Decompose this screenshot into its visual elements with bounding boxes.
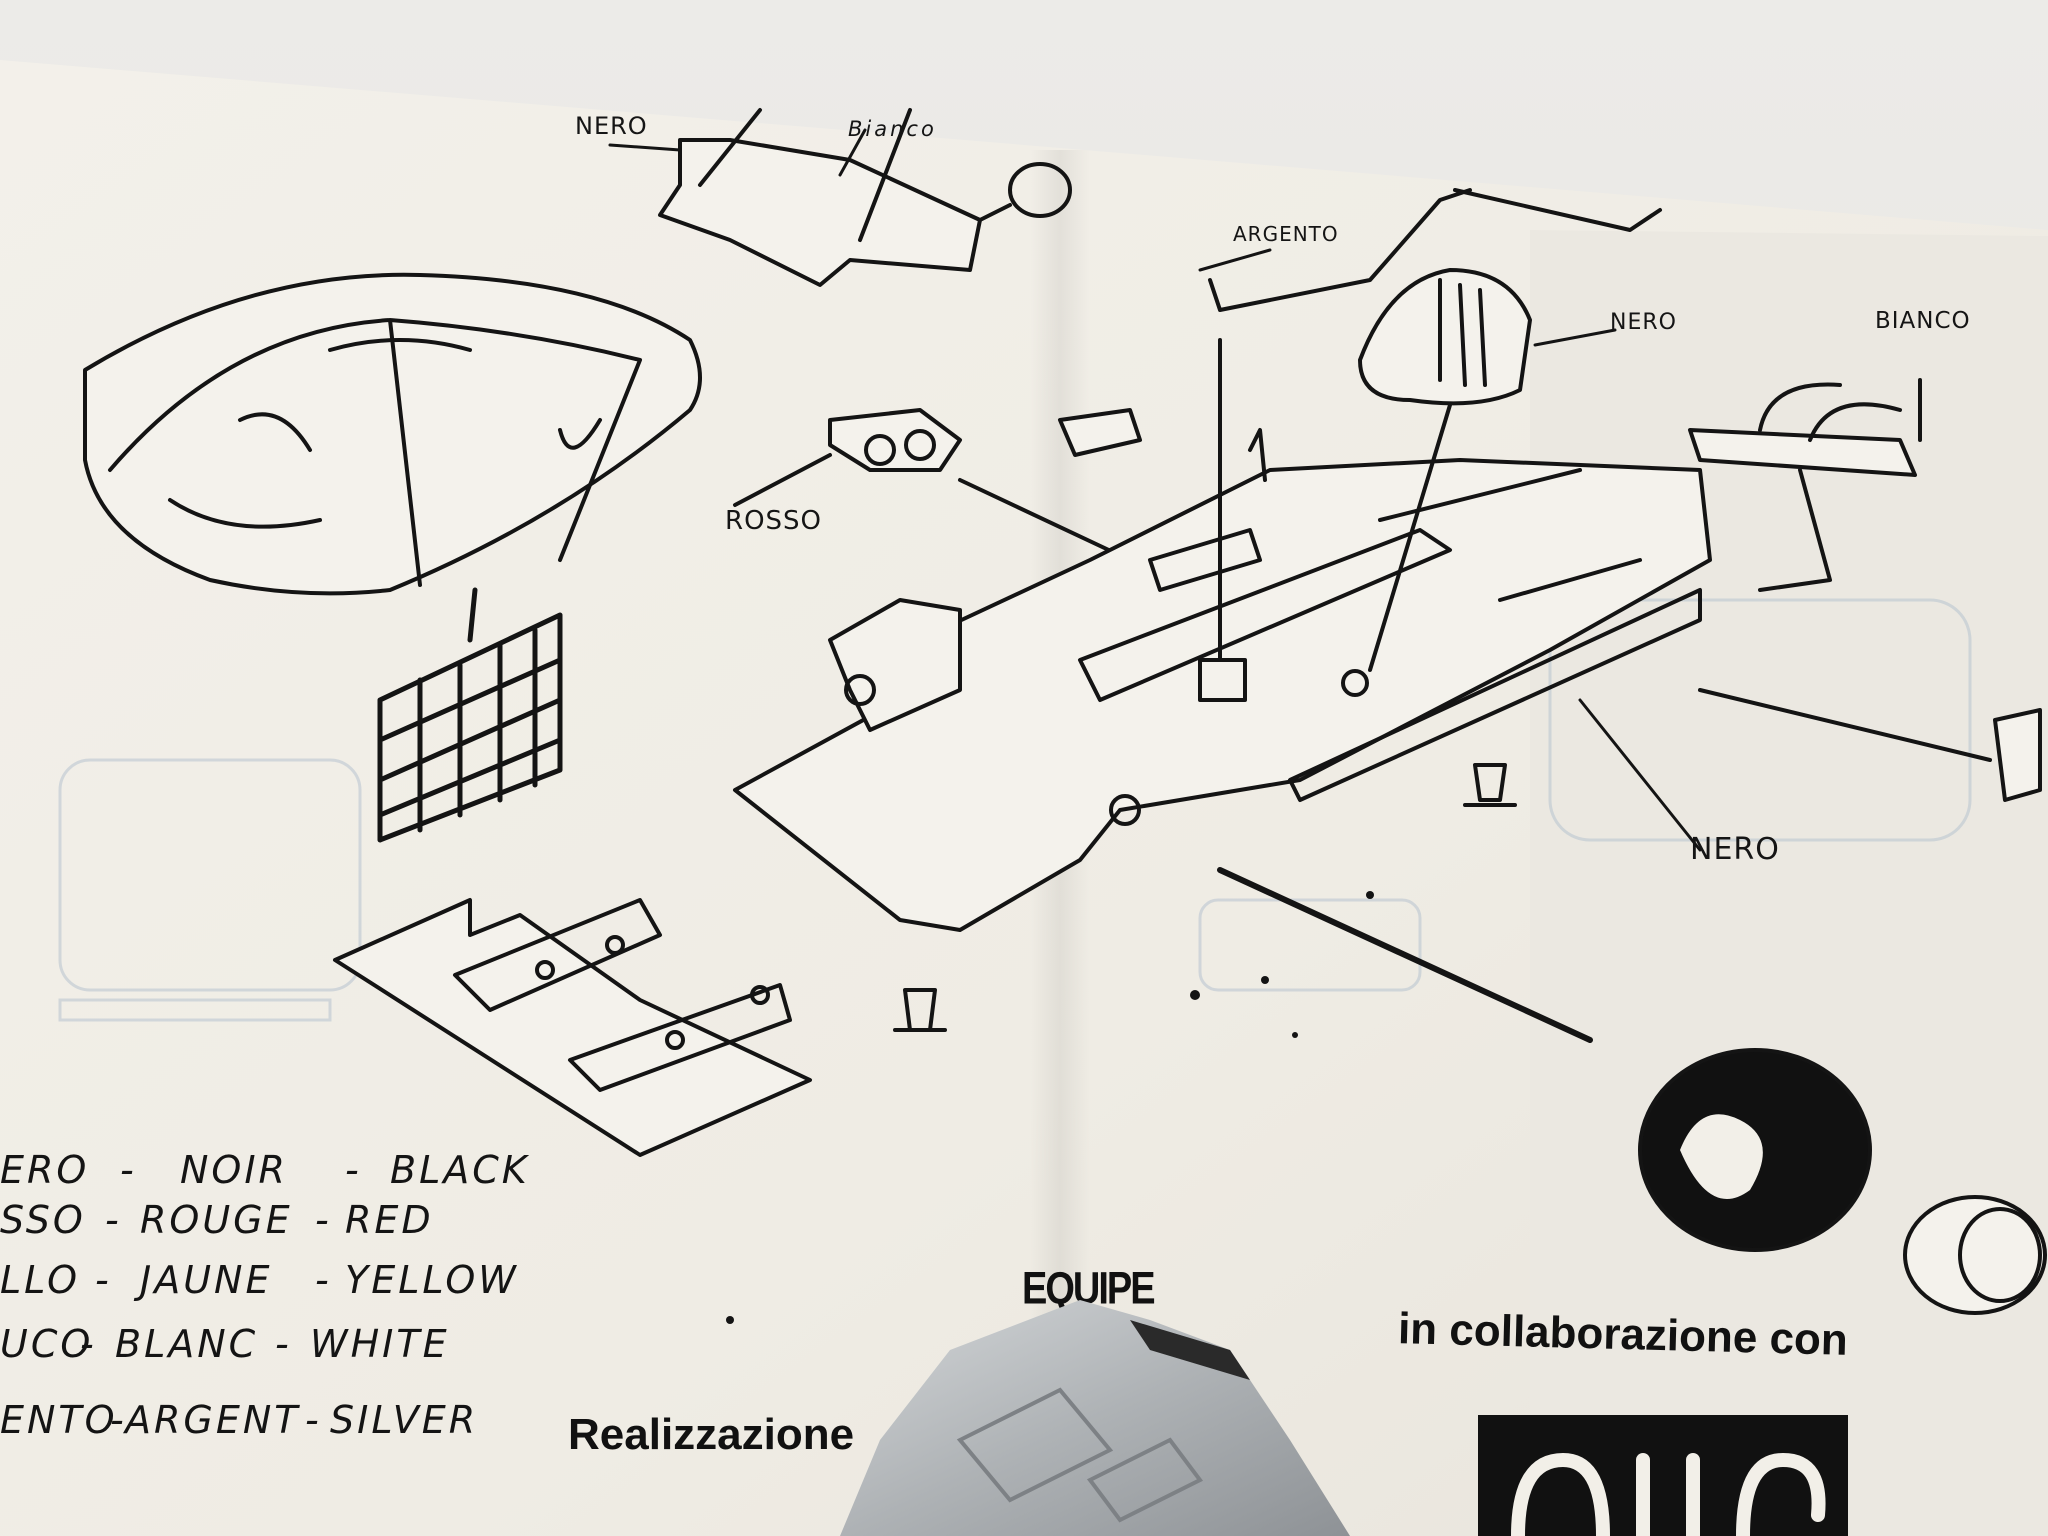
rod-part [1217,867,1593,1043]
legend-italian: ENTO [0,1398,118,1442]
legend-italian: SSO [0,1198,86,1242]
antenna-part [1198,188,1662,702]
bracket-part [1698,688,2042,802]
wheel-rim-part [1903,1195,2047,1315]
metal-panel-lines [956,1387,1204,1523]
metal-body [840,1300,1350,1536]
label-bianco-top: Bianco [848,117,937,141]
legend-row: UCO-BLANC-WHITE [0,1322,450,1366]
ink-specks [726,891,1374,1324]
screw-part-2 [1463,763,1517,807]
motor-part [733,408,1132,562]
legend-english: SILVER [330,1398,479,1442]
seat-part [1341,268,1532,697]
legend-french: JAUNE [140,1258,273,1302]
legend-french: ARGENT [125,1398,301,1442]
legend-french: NOIR [180,1148,288,1192]
brand-logo [1478,1415,1848,1536]
chassis-part [733,408,1712,932]
legend-row: ENTO-ARGENT-SILVER [0,1398,479,1442]
legend-row: ERO-NOIR-BLACK [0,1148,530,1192]
label-argento: ARGENTO [1233,222,1339,246]
legend-french: BLANC [115,1322,259,1366]
exhaust-part [1688,378,1922,592]
base-plate-part [333,898,812,1157]
label-bianco-right: BIANCO [1875,308,1971,334]
legend-english: BLACK [390,1148,530,1192]
legend-italian: UCO [0,1322,94,1366]
legend-italian: LLO [0,1258,81,1302]
legend-french: ROUGE [140,1198,293,1242]
pointer-lines [608,128,1702,852]
legend-row: LLO-JAUNE-YELLOW [0,1258,519,1302]
screw-part [893,988,947,1032]
mesh-grille-part [377,587,563,843]
label-nero-bottom: NERO [1690,832,1780,867]
legend-english: RED [345,1198,434,1242]
legend-english: YELLOW [345,1258,519,1302]
label-nero-top: NERO [575,112,648,140]
label-nero-seat: NERO [1610,310,1677,335]
metal-shadow-edge [1130,1320,1250,1380]
legend-row: SSO-ROUGE-RED [0,1198,434,1242]
legend-english: WHITE [310,1322,450,1366]
label-rosso: ROSSO [725,506,823,536]
tire-part [1638,1048,1872,1252]
realizzazione-text: Realizzazione [568,1410,855,1459]
show-through-ghosts [58,598,1972,1022]
dashboard-part [658,108,1072,287]
legend-italian: ERO [0,1148,90,1192]
glass-body-part [83,272,702,596]
